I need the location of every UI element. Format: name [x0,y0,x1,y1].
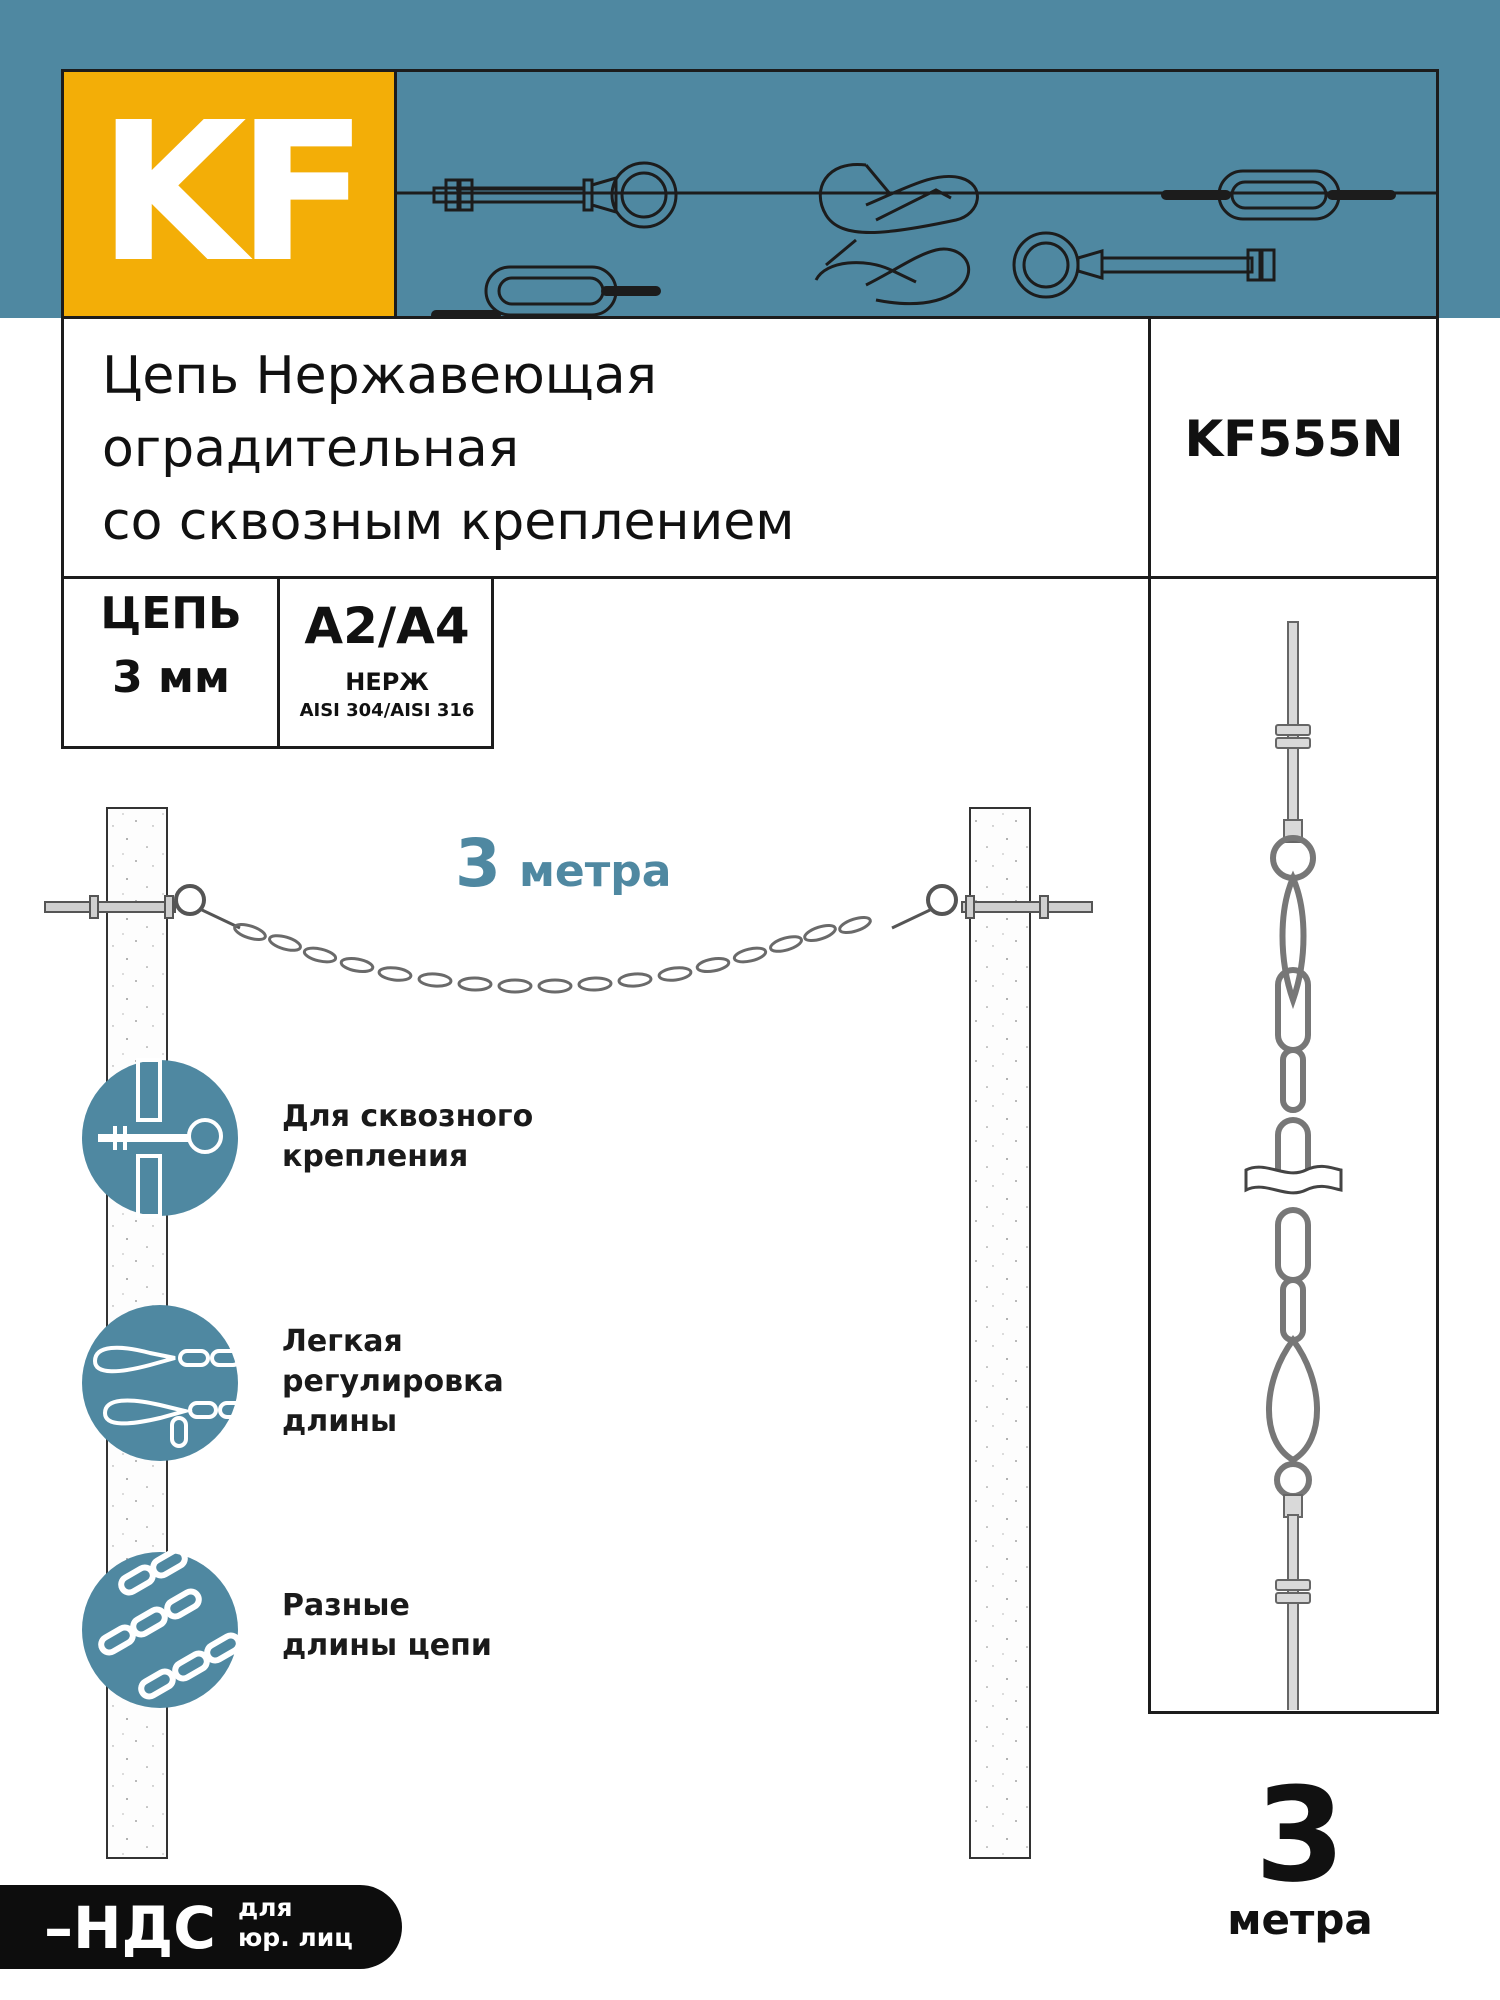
chain-spec-size: 3 мм [112,652,230,703]
bottom-threaded-rod [1287,1514,1299,1710]
frame-spec-divider [277,576,280,748]
through-mount-icon [82,1058,238,1218]
frame-spec-right [491,576,494,748]
steel-grade: A2/A4 [304,597,470,655]
hardware-icon-strip [396,161,1438,317]
length-label: 3 метра [455,825,671,902]
frame-title-bottom [61,576,1439,579]
frame-spec-bottom [61,746,494,749]
frame-side-divider [1148,316,1151,1714]
bottom-eye-ring [1274,1461,1312,1499]
product-sku: KF555N [1184,410,1404,468]
right-bolt [961,901,1093,913]
length-badge-unit: метра [1227,1895,1373,1944]
vat-badge-main: –НДС [44,1894,216,1962]
left-bolt [44,901,176,913]
feature-line: Легкая [282,1324,403,1359]
product-title-line: со сквозным креплением [102,492,795,552]
eye-bolt-icon-2 [1012,231,1276,299]
left-eye-ring [174,884,206,916]
chain-spec: ЦЕПЬ 3 мм [64,582,278,710]
feature-line: регулировка [282,1364,504,1399]
frame-logo-divider [394,69,397,319]
frame-title-top [61,316,1439,319]
length-value: 3 [455,825,501,902]
length-badge-value: 3 [1254,1759,1346,1911]
frame-top [61,69,1439,72]
feature-line: Для сквозного [282,1099,534,1134]
chain-link-icon [1161,169,1396,221]
product-title: Цепь Нержавеющая оградительная со сквозн… [102,340,795,559]
carabiner-icon-2 [814,238,971,306]
product-title-line: Цепь Нержавеющая [102,346,657,406]
feature-line: длины цепи [282,1628,492,1663]
length-unit: метра [518,846,672,897]
feature-line: крепления [282,1139,469,1174]
vat-badge-sub-line: для [238,1893,293,1922]
top-threaded-rod [1287,621,1299,823]
frame-side-bottom [1148,1711,1439,1714]
chain-link-icon-2 [431,265,661,317]
brand-logo-text: KF [98,82,368,305]
vat-badge-sub-line: юр. лиц [238,1923,353,1952]
frame-left [61,69,64,749]
frame-right [1436,69,1439,1714]
brand-logo [62,70,394,317]
vat-badge-sub: для юр. лиц [238,1893,353,1953]
break-mark [1244,1164,1343,1195]
right-eye-ring [926,884,958,916]
chain-spec-label: ЦЕПЬ [100,588,242,639]
steel-grade-sub: НЕРЖ [345,668,429,696]
chain [233,915,872,994]
chain-adjust-icon [82,1305,240,1461]
feature-through-mount: Для сквозного крепления [282,1097,533,1177]
product-title-line: оградительная [102,419,520,479]
right-post [969,807,1031,1859]
feature-line: Разные [282,1588,410,1623]
feature-chain-lengths: Разные длины цепи [282,1586,492,1666]
eye-bolt-icon [432,161,678,229]
chains-icon [82,1550,240,1708]
steel-grade-standard: AISI 304/AISI 316 [299,700,475,721]
feature-line: длины [282,1404,398,1439]
carabiner-icon [818,162,979,234]
vat-badge [0,1885,402,1969]
product-assembly-image [1244,621,1343,1710]
feature-length-adjust: Легкая регулировка длины [282,1322,504,1442]
